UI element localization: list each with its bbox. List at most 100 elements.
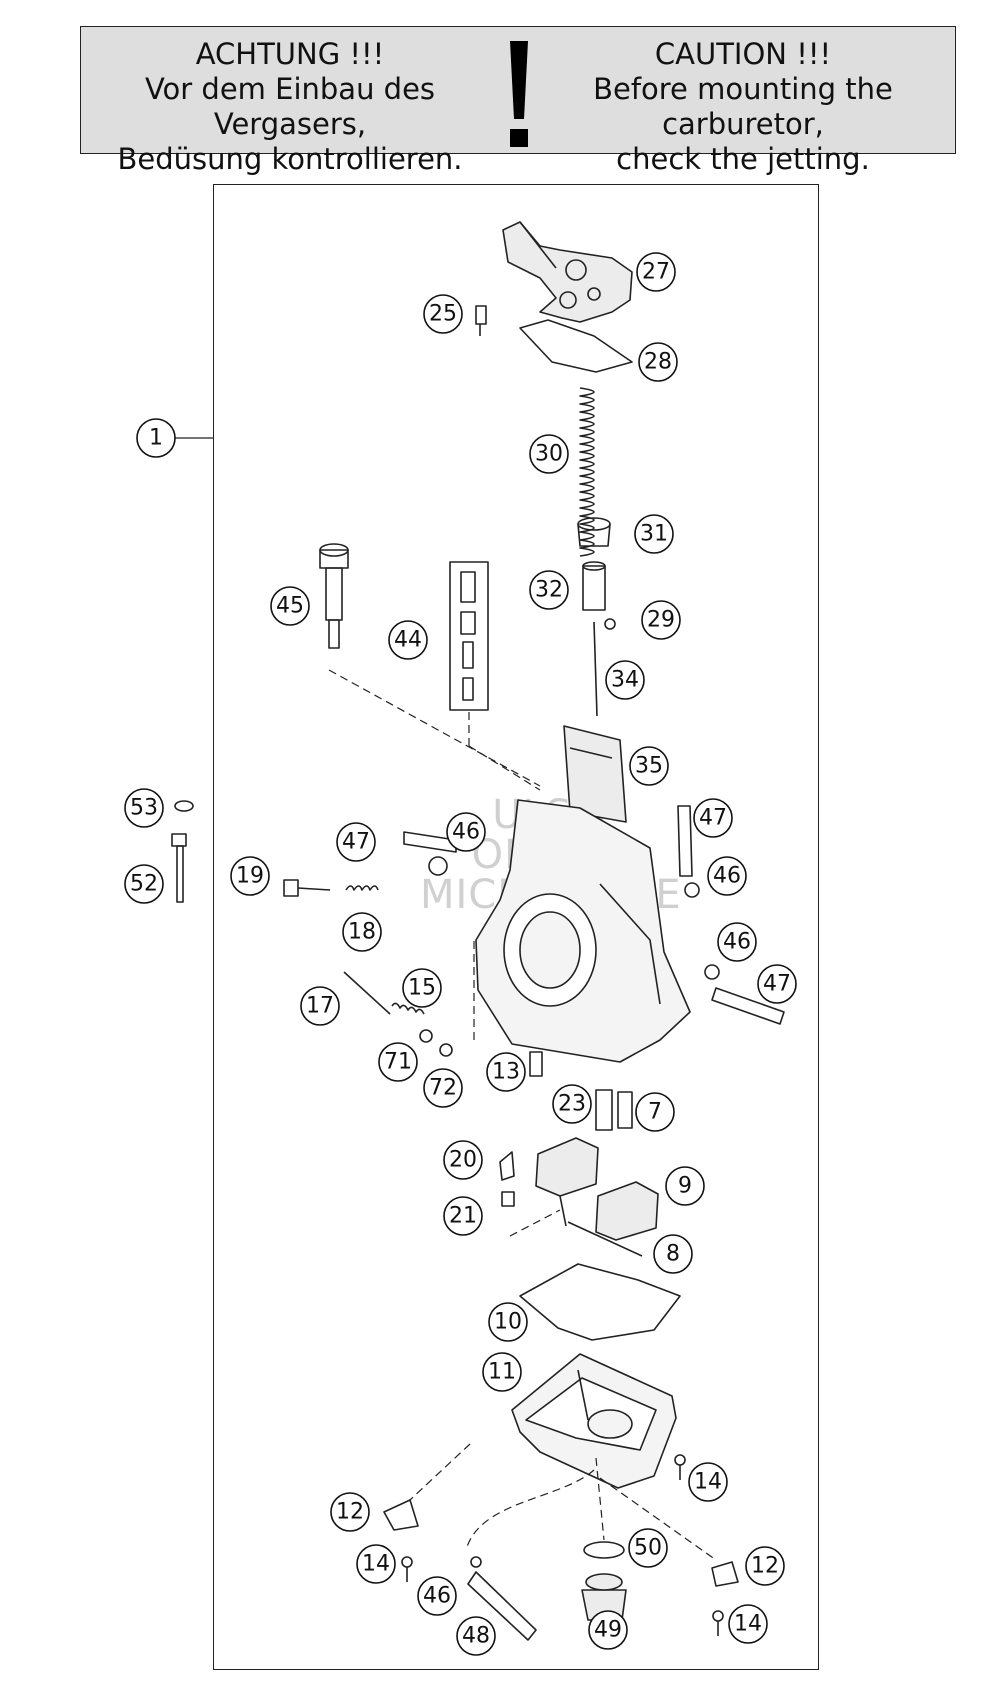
caution-english-line2: check the jetting. <box>616 142 870 176</box>
callout-13: 13 <box>486 1052 526 1092</box>
caution-english: CAUTION !!! Before mounting the carburet… <box>533 37 953 177</box>
throttle-stop-screw-part <box>343 971 391 1015</box>
stop-washer-part <box>419 1029 433 1043</box>
callout-71: 71 <box>378 1042 418 1082</box>
vent-hose-part <box>403 831 457 853</box>
callout-21: 21 <box>443 1196 483 1236</box>
svg-text:27: 27 <box>642 260 670 285</box>
svg-text:14: 14 <box>694 1470 722 1495</box>
small-oring-part <box>174 800 194 812</box>
needle-clip-part <box>604 618 616 630</box>
bowl-screw-left-part <box>401 1556 413 1582</box>
svg-text:20: 20 <box>449 1148 477 1173</box>
callout-20: 20 <box>443 1140 483 1180</box>
callout-14: 14 <box>728 1604 768 1644</box>
svg-text:14: 14 <box>362 1552 390 1577</box>
svg-text:14: 14 <box>734 1612 762 1637</box>
callout-47: 47 <box>693 798 733 838</box>
svg-text:17: 17 <box>306 994 334 1019</box>
callout-44: 44 <box>388 620 428 660</box>
carburetor-body-part <box>475 799 691 1063</box>
float-bowl-part <box>511 1353 677 1489</box>
callout-15: 15 <box>402 968 442 1008</box>
callout-30: 30 <box>529 434 569 474</box>
svg-text:45: 45 <box>276 594 304 619</box>
spring-seat-part <box>577 517 611 547</box>
callout-17: 17 <box>300 986 340 1026</box>
callout-11: 11 <box>482 1352 522 1392</box>
pilot-jet-small-part <box>529 1051 543 1077</box>
float-part <box>535 1137 659 1241</box>
svg-text:29: 29 <box>647 608 675 633</box>
overflow-hose-part <box>677 805 693 877</box>
svg-text:25: 25 <box>429 302 457 327</box>
callout-49: 49 <box>588 1610 628 1650</box>
air-screw-part <box>283 879 331 897</box>
caution-english-heading: CAUTION !!! <box>654 37 832 71</box>
callout-35: 35 <box>629 746 669 786</box>
callout-46: 46 <box>717 922 757 962</box>
svg-text:46: 46 <box>452 820 480 845</box>
svg-text:72: 72 <box>429 1076 457 1101</box>
stop-oring-part <box>439 1043 453 1057</box>
svg-text:35: 35 <box>635 754 663 779</box>
callout-52: 52 <box>124 864 164 904</box>
callout-19: 19 <box>230 856 270 896</box>
callout-50: 50 <box>628 1528 668 1568</box>
callout-23: 23 <box>552 1084 592 1124</box>
needle-holder-part <box>582 561 606 611</box>
jet-kit-part <box>449 561 489 711</box>
drain-hose-part <box>467 1571 537 1641</box>
callout-18: 18 <box>342 912 382 952</box>
svg-text:50: 50 <box>634 1536 662 1561</box>
svg-text:1: 1 <box>149 426 163 451</box>
main-jet-part <box>617 1091 633 1129</box>
slide-spring-part <box>579 387 595 557</box>
svg-text:11: 11 <box>488 1360 516 1385</box>
callout-47: 47 <box>757 964 797 1004</box>
svg-text:52: 52 <box>130 872 158 897</box>
cover-gasket-part <box>519 319 633 373</box>
callout-28: 28 <box>638 342 678 382</box>
throttle-cover-part <box>502 221 633 323</box>
svg-text:21: 21 <box>449 1204 477 1229</box>
side-clip-part <box>704 964 720 980</box>
callout-46: 46 <box>417 1576 457 1616</box>
svg-text:13: 13 <box>492 1060 520 1085</box>
callout-46: 46 <box>446 812 486 852</box>
callout-7: 7 <box>635 1092 675 1132</box>
float-pin-part <box>567 1221 643 1257</box>
throttle-slide-part <box>563 725 627 823</box>
caution-german-heading: ACHTUNG !!! <box>195 37 385 71</box>
svg-text:18: 18 <box>348 920 376 945</box>
svg-text:12: 12 <box>751 1554 779 1579</box>
callout-27: 27 <box>636 252 676 292</box>
svg-text:28: 28 <box>644 350 672 375</box>
svg-text:47: 47 <box>699 806 727 831</box>
svg-text:23: 23 <box>558 1092 586 1117</box>
assembly-frame <box>213 184 819 1670</box>
idle-screw-assembly-part <box>319 543 349 649</box>
svg-text:19: 19 <box>236 864 264 889</box>
jet-needle-part <box>593 621 598 717</box>
svg-text:31: 31 <box>640 522 668 547</box>
svg-text:53: 53 <box>130 796 158 821</box>
svg-text:7: 7 <box>648 1100 662 1125</box>
svg-text:9: 9 <box>678 1174 692 1199</box>
svg-text:47: 47 <box>342 830 370 855</box>
side-hose-part <box>711 987 785 1025</box>
callout-47: 47 <box>336 822 376 862</box>
callout-10: 10 <box>488 1302 528 1342</box>
caution-notice: ACHTUNG !!! Vor dem Einbau des Vergasers… <box>80 26 956 176</box>
drain-oring-part <box>583 1541 625 1559</box>
main-jet-holder-part <box>595 1089 613 1131</box>
svg-text:34: 34 <box>611 668 639 693</box>
float-bowl-gasket-part <box>519 1263 681 1341</box>
callout-14: 14 <box>688 1462 728 1502</box>
float-needle-clip-part <box>501 1191 515 1207</box>
callout-14: 14 <box>356 1544 396 1584</box>
callout-9: 9 <box>665 1166 705 1206</box>
drain-hose-clip-part <box>470 1556 482 1568</box>
exclamation-icon <box>510 41 528 147</box>
hose-clip-part <box>428 856 448 876</box>
